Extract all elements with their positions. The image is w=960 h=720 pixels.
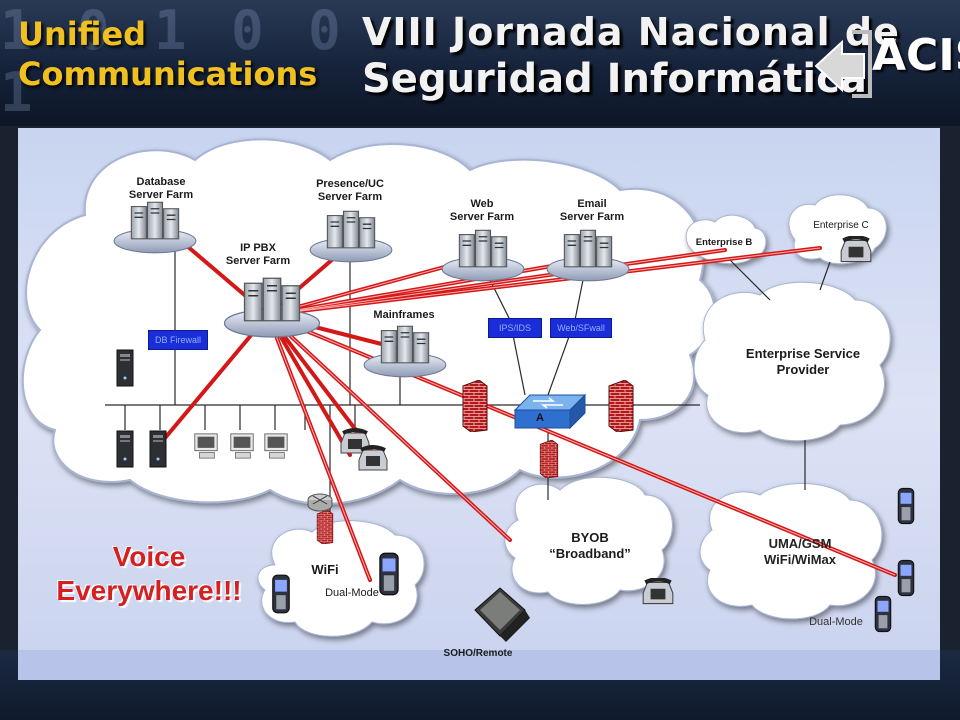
enterprise-b-label: Enterprise B	[695, 237, 753, 248]
server-tower-icon	[116, 349, 134, 387]
firewall-icon	[539, 440, 559, 478]
firewall-icon	[316, 510, 334, 544]
cell-phone-icon	[897, 487, 915, 525]
switch-label: A	[536, 412, 544, 424]
soho-remote-label: SOHO/Remote	[443, 648, 513, 659]
dual-mode-uma-label: Dual-Mode	[809, 616, 863, 628]
voice-everywhere-slogan: Voice Everywhere!!!	[56, 541, 242, 606]
wifi-cloud	[257, 520, 425, 637]
byob-cloud	[504, 476, 673, 605]
firewall-icon	[608, 380, 634, 432]
laptop-icon	[474, 587, 530, 642]
presence-server-farm-label: Presence/UC Server Farm	[316, 178, 384, 203]
database-server-farm-label: Database Server Farm	[128, 176, 194, 201]
ip-phone-icon	[643, 579, 673, 603]
uma-cloud	[699, 483, 883, 620]
header-banner: 1 0 1 0 0 10 1 1 0 1 0 Unified Communica…	[0, 0, 960, 126]
event-title-line2: Seguridad Informática	[362, 56, 867, 102]
db-firewall-box: DB Firewall	[148, 330, 208, 350]
binary-background: 1 0 1 0 0 10 1 1 0 1 0	[0, 0, 347, 126]
server-tower-icon	[116, 430, 134, 468]
firewall-icon	[462, 380, 488, 432]
enterprise-c-label: Enterprise C	[813, 220, 869, 231]
uma-label: UMA/GSM WiFi/WiMax	[764, 536, 836, 567]
panel-bottom-edge	[18, 650, 940, 680]
event-title-line1: VIII Jornada Nacional de	[362, 10, 900, 54]
unified-communications-title: Unified Communications	[18, 15, 318, 93]
acis-logo-text: ACIS	[872, 30, 960, 81]
ippbx-server-farm-label: IP PBX Server Farm	[225, 242, 291, 267]
mainframes-label: Mainframes	[373, 309, 435, 321]
dual-mode-wifi-label: Dual-Mode	[325, 587, 379, 599]
server-tower-icon	[149, 430, 167, 468]
email-server-farm-label: Email Server Farm	[559, 198, 625, 223]
dual-mode-handset-icon	[272, 574, 290, 614]
ip-phone-icon	[841, 237, 871, 261]
cell-phone-icon	[897, 559, 915, 597]
web-server-farm-label: Web Server Farm	[449, 198, 515, 223]
core-switch-icon	[513, 393, 587, 430]
ip-phone-icon	[359, 447, 387, 470]
esp-label: Enterprise Service Provider	[745, 346, 861, 377]
byob-label: BYOB “Broadband”	[549, 530, 631, 561]
ips-ids-box: IPS/IDS	[488, 318, 542, 338]
wifi-router-icon	[307, 493, 333, 512]
web-firewall-box: Web/SFwall	[550, 318, 612, 338]
cell-phone-icon	[874, 595, 892, 633]
wifi-label: WiFi	[311, 562, 339, 577]
acis-logo-arrow-icon	[814, 30, 872, 98]
